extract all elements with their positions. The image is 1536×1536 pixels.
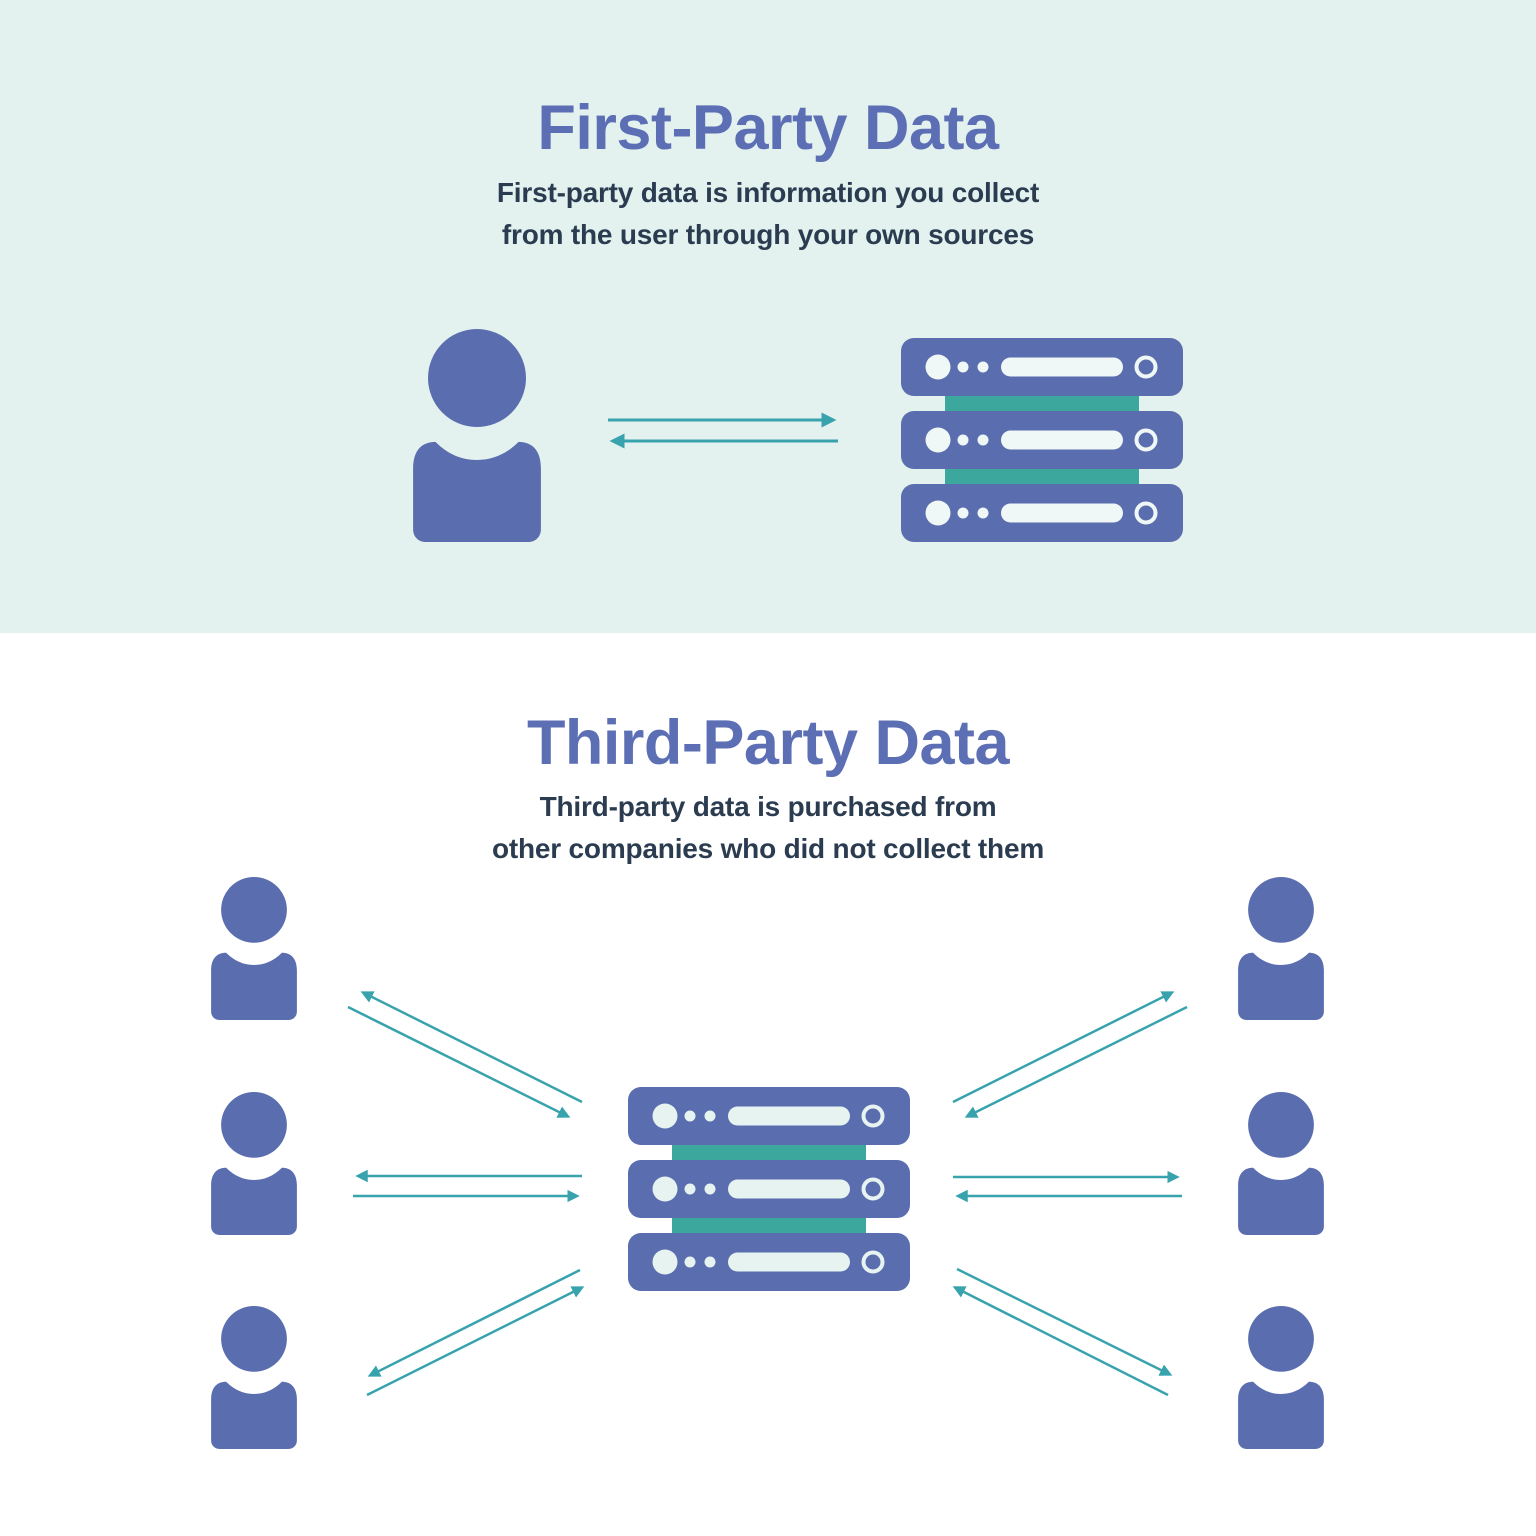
section-first-party (0, 0, 1536, 633)
third-party-subtitle-line1: Third-party data is purchased from (539, 791, 997, 822)
third-party-user-icon-right-1 (1238, 877, 1324, 1020)
third-party-user-icon-right-2 (1238, 1092, 1324, 1235)
section-third-party (0, 633, 1536, 1536)
third-party-user-icon-right-3 (1238, 1306, 1324, 1449)
first-party-subtitle: First-party data is information you coll… (0, 172, 1536, 256)
third-party-user-icon-left-3 (211, 1306, 297, 1449)
third-party-subtitle: Third-party data is purchased from other … (0, 786, 1536, 870)
first-party-subtitle-line1: First-party data is information you coll… (496, 177, 1040, 208)
central-server-stack-icon (628, 1087, 910, 1291)
first-party-title: First-Party Data (537, 93, 999, 163)
user-person-icon (413, 329, 541, 542)
third-party-subtitle-line2: other companies who did not collect them (491, 833, 1045, 864)
third-party-title: Third-Party Data (526, 708, 1010, 778)
third-party-user-icon-left-1 (211, 877, 297, 1020)
third-party-user-icon-left-2 (211, 1092, 297, 1235)
first-party-subtitle-line2: from the user through your own sources (501, 219, 1035, 250)
server-stack-icon (901, 338, 1183, 542)
